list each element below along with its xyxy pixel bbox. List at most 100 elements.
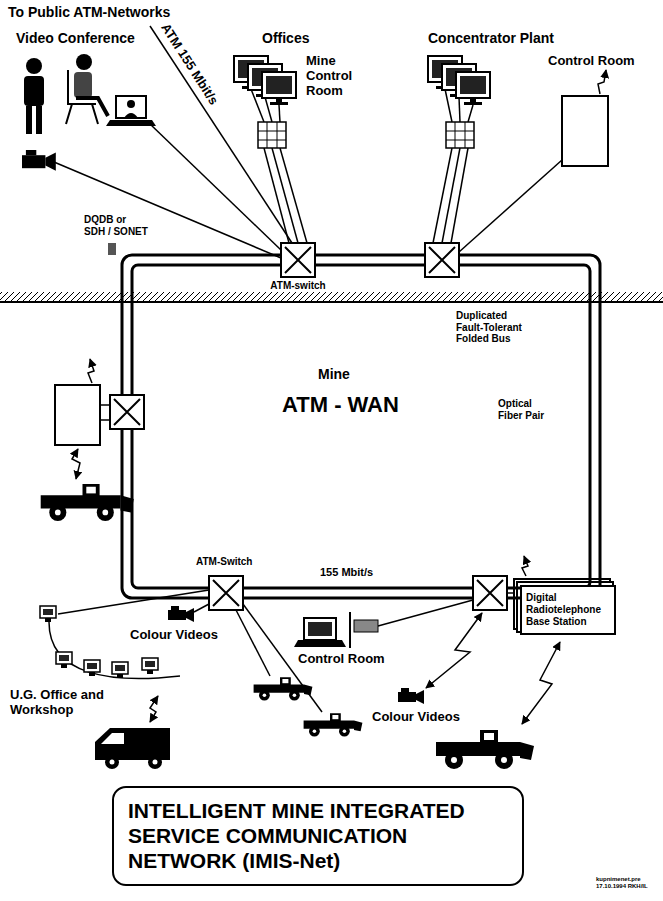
- van-symbol: [101, 733, 124, 744]
- radio-link: [88, 359, 94, 383]
- video-conference-figure: [106, 120, 156, 126]
- wire: [194, 604, 209, 612]
- wire: [100, 419, 110, 421]
- ground-line: [0, 301, 663, 303]
- title-text: INTELLIGENT MINE INTEGRATED SERVICE COMM…: [128, 798, 508, 874]
- wire: [236, 610, 270, 676]
- video-conference-figure: [116, 96, 146, 118]
- laptop-symbol: [294, 618, 346, 647]
- link-label: 155 Mbit/s: [320, 566, 373, 579]
- camera-label: Colour Videos: [372, 710, 460, 725]
- video-conference-figure: [26, 58, 42, 74]
- area-label: Mine: [318, 366, 350, 382]
- wire: [451, 148, 468, 243]
- file-note: kupnimenet.pre 17.10.1994 RKH/IL: [596, 876, 658, 890]
- network-interface-box: [258, 122, 286, 148]
- illustration: [436, 730, 534, 769]
- wire: [280, 148, 307, 243]
- switch-label: ATM-switch: [266, 280, 330, 292]
- illustration: [84, 660, 100, 676]
- group-label: Video Conference: [16, 30, 135, 46]
- video-conference-figure: [66, 70, 98, 124]
- wire: [279, 105, 280, 122]
- illustration: [110, 395, 144, 429]
- illustration: [41, 484, 134, 521]
- video-conference-figure: [124, 113, 138, 118]
- laptop-symbol: [294, 640, 346, 647]
- node-text: Digital Radiotelephone Base Station: [526, 592, 610, 628]
- wire: [442, 148, 460, 243]
- illustration: [281, 243, 315, 277]
- medium-label: Optical Fiber Pair: [498, 398, 558, 421]
- network-interface-box: [446, 122, 474, 148]
- fiber-ring: [132, 265, 590, 588]
- laptop-symbol: [308, 622, 332, 636]
- van-symbol: [153, 760, 158, 765]
- radio-link: [522, 556, 528, 576]
- van-symbol: [148, 755, 162, 769]
- wire: [459, 97, 460, 122]
- video-conference-figure: [127, 100, 135, 108]
- illustration: [56, 652, 72, 668]
- room-label: Control Room: [298, 652, 385, 667]
- illustration: [425, 243, 459, 277]
- van-symbol: [95, 728, 170, 760]
- bus-type-label: DQDB or SDH / SONET: [84, 214, 149, 237]
- network-interface-box: [446, 122, 474, 148]
- switch-label: ATM-Switch: [196, 556, 252, 568]
- video-conference-figure: [76, 54, 92, 70]
- laptop-symbol: [304, 618, 336, 640]
- wire: [378, 600, 473, 626]
- wire: [150, 26, 292, 243]
- wire: [507, 592, 514, 594]
- radio-link: [426, 613, 482, 688]
- network-interface-box: [446, 122, 474, 148]
- van-symbol: [110, 760, 115, 765]
- wire: [54, 162, 281, 258]
- wire: [349, 612, 351, 648]
- illustration: [254, 677, 313, 700]
- room-label: Control Room: [548, 54, 635, 69]
- network-interface-box: [258, 122, 286, 148]
- wire: [100, 404, 110, 406]
- illustration: [456, 72, 490, 105]
- wire: [468, 105, 473, 122]
- bus-interface-symbol: [108, 243, 116, 255]
- video-conference-figure: [36, 106, 42, 134]
- fiber-ring: [122, 255, 600, 598]
- ground-hatch: [0, 292, 663, 302]
- illustration: [398, 688, 424, 704]
- radio-link: [598, 70, 606, 94]
- illustration: [112, 662, 128, 678]
- van-symbol: [95, 728, 170, 769]
- heading-text: To Public ATM-Networks: [8, 4, 170, 20]
- wire: [265, 97, 272, 122]
- bus-label: Duplicated Fault-Tolerant Folded Bus: [456, 310, 536, 345]
- van-symbol: [105, 755, 119, 769]
- wire: [49, 26, 562, 712]
- illustration: [473, 576, 507, 610]
- video-conference-figure: [24, 76, 44, 106]
- illustration: [304, 713, 363, 736]
- camera-label: Colour Videos: [130, 628, 218, 643]
- room-label: Mine Control Room: [306, 54, 378, 99]
- radio-unit: [55, 385, 100, 445]
- illustration: [142, 658, 158, 674]
- illustration: [22, 150, 56, 171]
- network-interface-box: [354, 620, 378, 632]
- radio-link: [522, 642, 560, 724]
- wire: [58, 590, 209, 614]
- base-station-box: Digital Radiotelephone Base Station: [520, 585, 616, 635]
- video-conference-figure: [26, 106, 32, 134]
- illustration: [40, 606, 56, 622]
- title-box: INTELLIGENT MINE INTEGRATED SERVICE COMM…: [112, 786, 524, 886]
- video-conference-figure: [24, 54, 156, 134]
- video-conference-figure: [74, 72, 92, 98]
- link-label: ATM 155 Mbit/s: [157, 21, 220, 108]
- radio-link: [150, 696, 158, 722]
- room-label: U.G. Office and Workshop: [10, 688, 110, 718]
- radio-unit: [562, 96, 608, 166]
